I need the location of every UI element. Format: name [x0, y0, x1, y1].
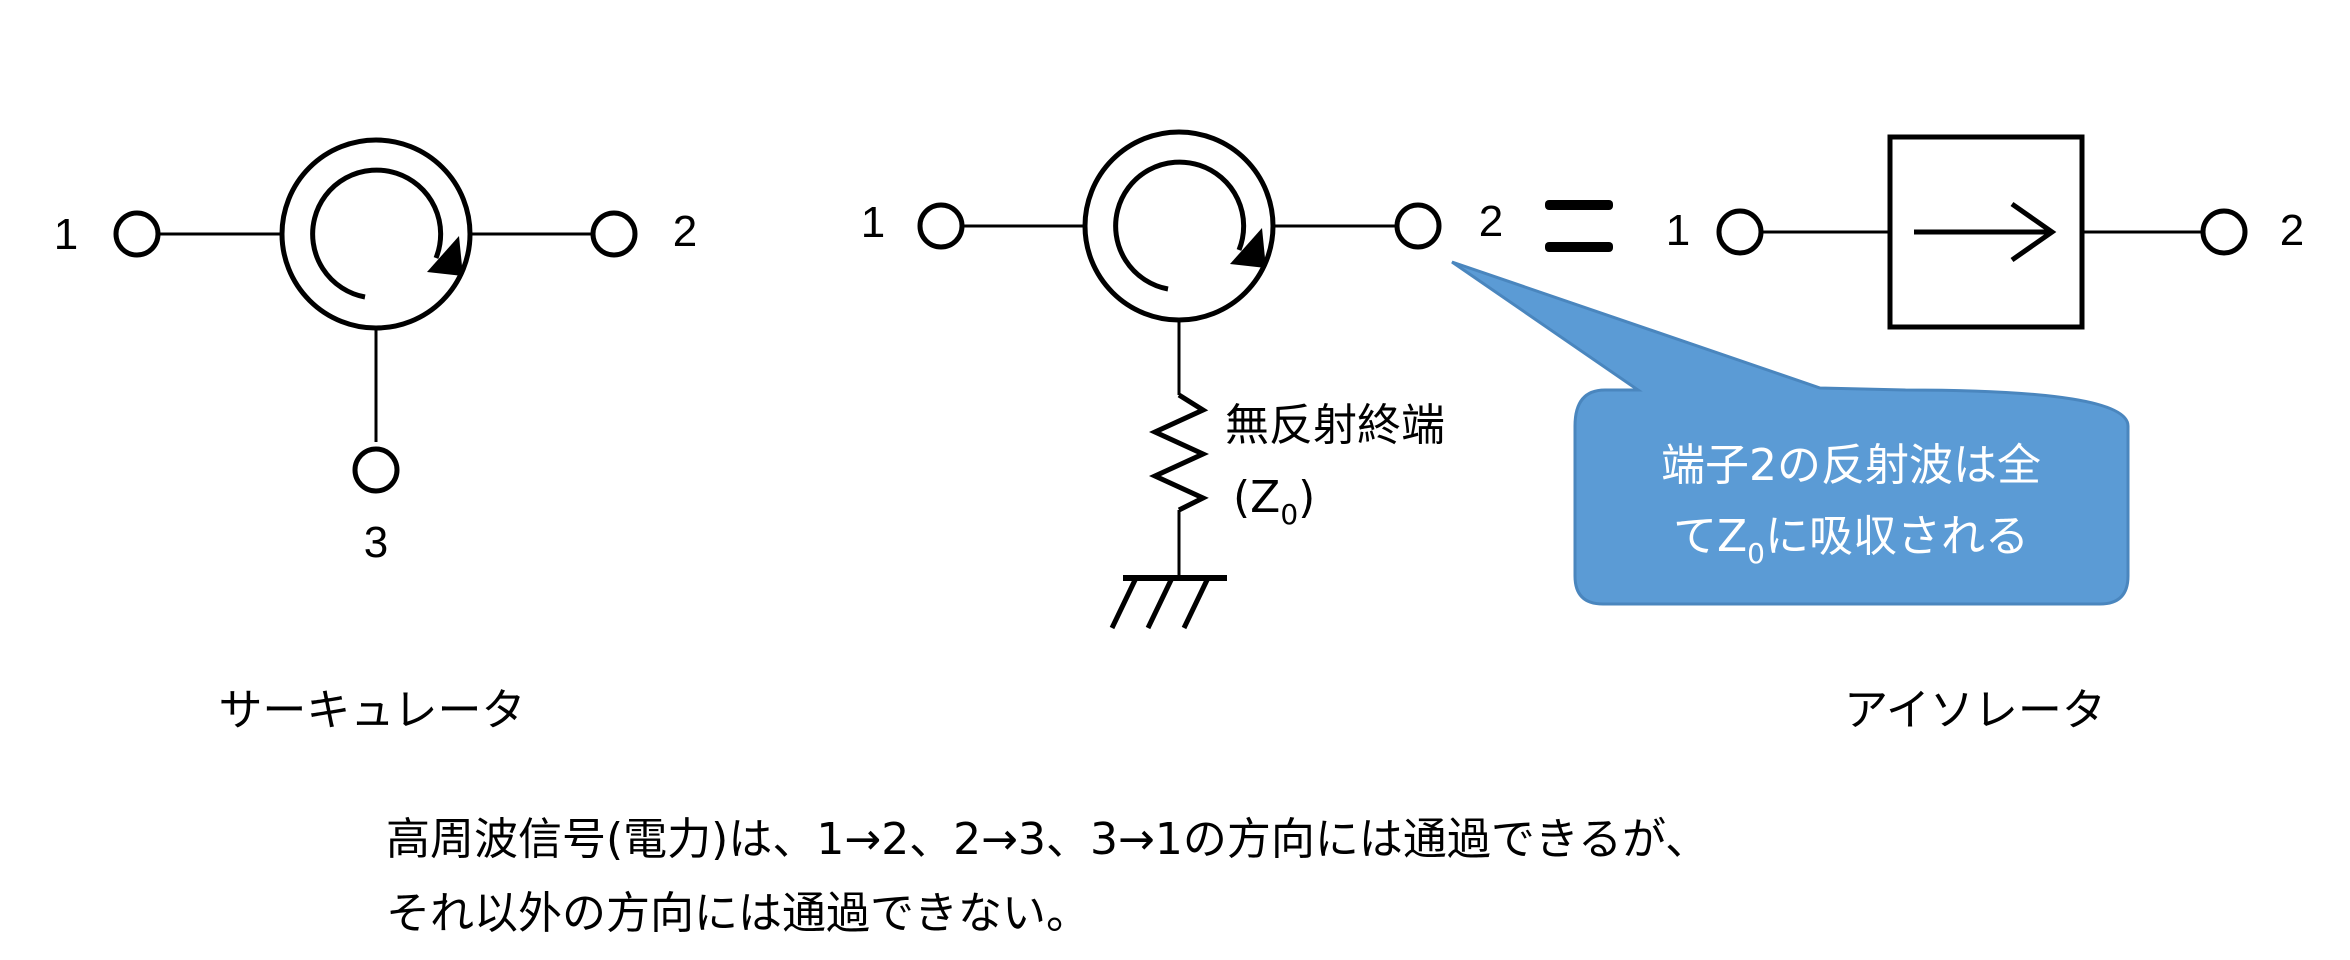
callout-shape	[1451, 260, 2130, 606]
port-2-label: 2	[673, 207, 697, 256]
callout-line-2-post: に吸収される	[1765, 511, 2029, 562]
port-1-label: 1	[54, 210, 78, 259]
callout-bubble: 端子2の反射波は全 てZ0に吸収される	[1451, 260, 2130, 606]
termination-label: 無反射終端	[1225, 400, 1445, 451]
port-1-terminal[interactable]	[1716, 208, 1764, 256]
circulator-symbol: 1 2 3	[54, 137, 697, 567]
direction-arrow-head	[2010, 201, 2057, 263]
description-line-1: 高周波信号(電力)は、1→2、2→3、3→1の方向には通過できるが、	[386, 814, 1709, 865]
impedance-label: (Z0)	[1233, 472, 1315, 531]
port-2-terminal[interactable]	[590, 210, 638, 258]
equivalence-sign	[1545, 200, 1613, 252]
port-2-label: 2	[1479, 197, 1503, 246]
rotation-arc	[1113, 159, 1247, 292]
rotation-arc	[310, 167, 444, 300]
impedance-close: )	[1298, 472, 1315, 523]
isolator-caption: アイソレータ	[1844, 685, 2106, 736]
port-1-label: 1	[1666, 206, 1690, 255]
callout-line-1: 端子2の反射波は全	[1661, 440, 2041, 491]
port-1-label: 1	[861, 198, 885, 247]
resistor-zigzag	[1148, 392, 1210, 513]
port-3-terminal[interactable]	[352, 446, 400, 494]
callout-line-2-pre: てZ	[1673, 511, 1747, 562]
isolator-symbol: 1 2	[1666, 134, 2304, 330]
port-2-terminal[interactable]	[1394, 202, 1442, 250]
port-3-label: 3	[364, 518, 388, 567]
impedance-open: (Z	[1233, 472, 1280, 523]
terminated-circulator-symbol: 1 2	[861, 129, 1503, 630]
port-2-terminal[interactable]	[2200, 208, 2248, 256]
impedance-subscript: 0	[1280, 498, 1298, 531]
port-1-terminal[interactable]	[113, 210, 161, 258]
rotation-arrow-head	[1230, 228, 1266, 268]
callout-line-2: てZ0に吸収される	[1673, 511, 2029, 570]
callout-subscript: 0	[1747, 537, 1765, 570]
description-line-2: それ以外の方向には通過できない。	[386, 888, 1090, 939]
rotation-arrow-head	[427, 236, 463, 276]
ground-symbol	[1109, 575, 1227, 630]
circulator-caption: サーキュレータ	[218, 685, 525, 736]
port-2-label: 2	[2280, 206, 2304, 255]
port-1-terminal[interactable]	[917, 202, 965, 250]
